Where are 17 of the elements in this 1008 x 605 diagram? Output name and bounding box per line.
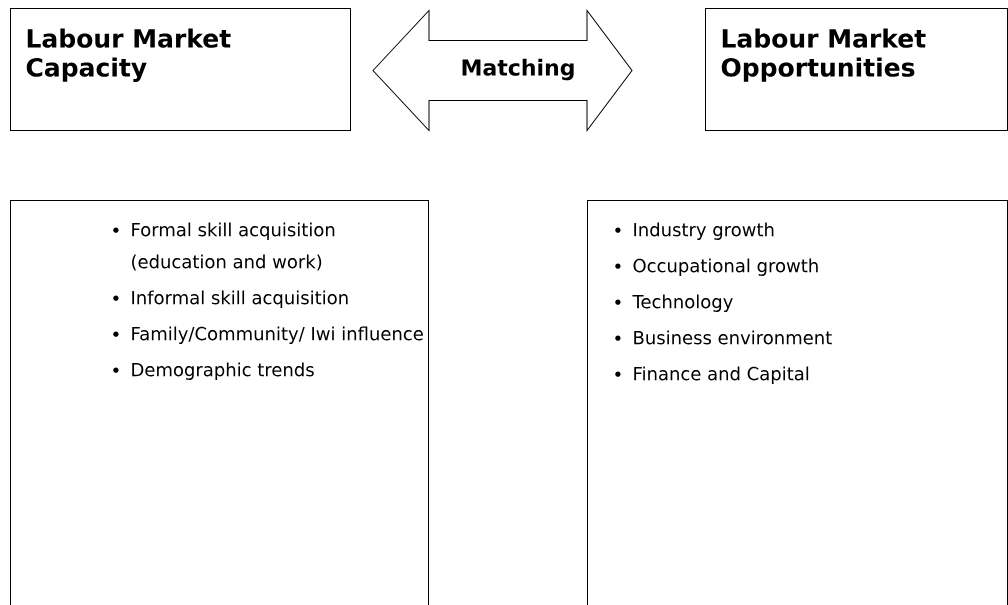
heading: Labour Market Opportunities xyxy=(721,28,926,82)
bullet-item: Industry growth xyxy=(634,222,774,240)
double-arrow xyxy=(372,10,633,131)
bullet-item: Business environment xyxy=(634,330,832,345)
bullet-item: Family/Community/ Iwi influence xyxy=(132,326,423,344)
heading: Labour Market Capacity xyxy=(26,28,231,82)
bullet-list-box xyxy=(10,200,429,605)
heading-box xyxy=(705,8,1008,131)
bullet-item: Finance and Capital xyxy=(634,366,809,384)
bullet-item: Formal skill acquisition (education and work) xyxy=(132,222,335,271)
bullet-item: Informal skill acquisition xyxy=(132,290,348,308)
bullet-list-box xyxy=(587,200,1008,605)
bullet-item: Technology xyxy=(632,294,733,312)
edge-label: Matching xyxy=(458,56,578,83)
heading-box xyxy=(10,8,351,131)
bullet-item: Demographic trends xyxy=(132,362,314,380)
bullet-item: Occupational growth xyxy=(633,258,818,276)
